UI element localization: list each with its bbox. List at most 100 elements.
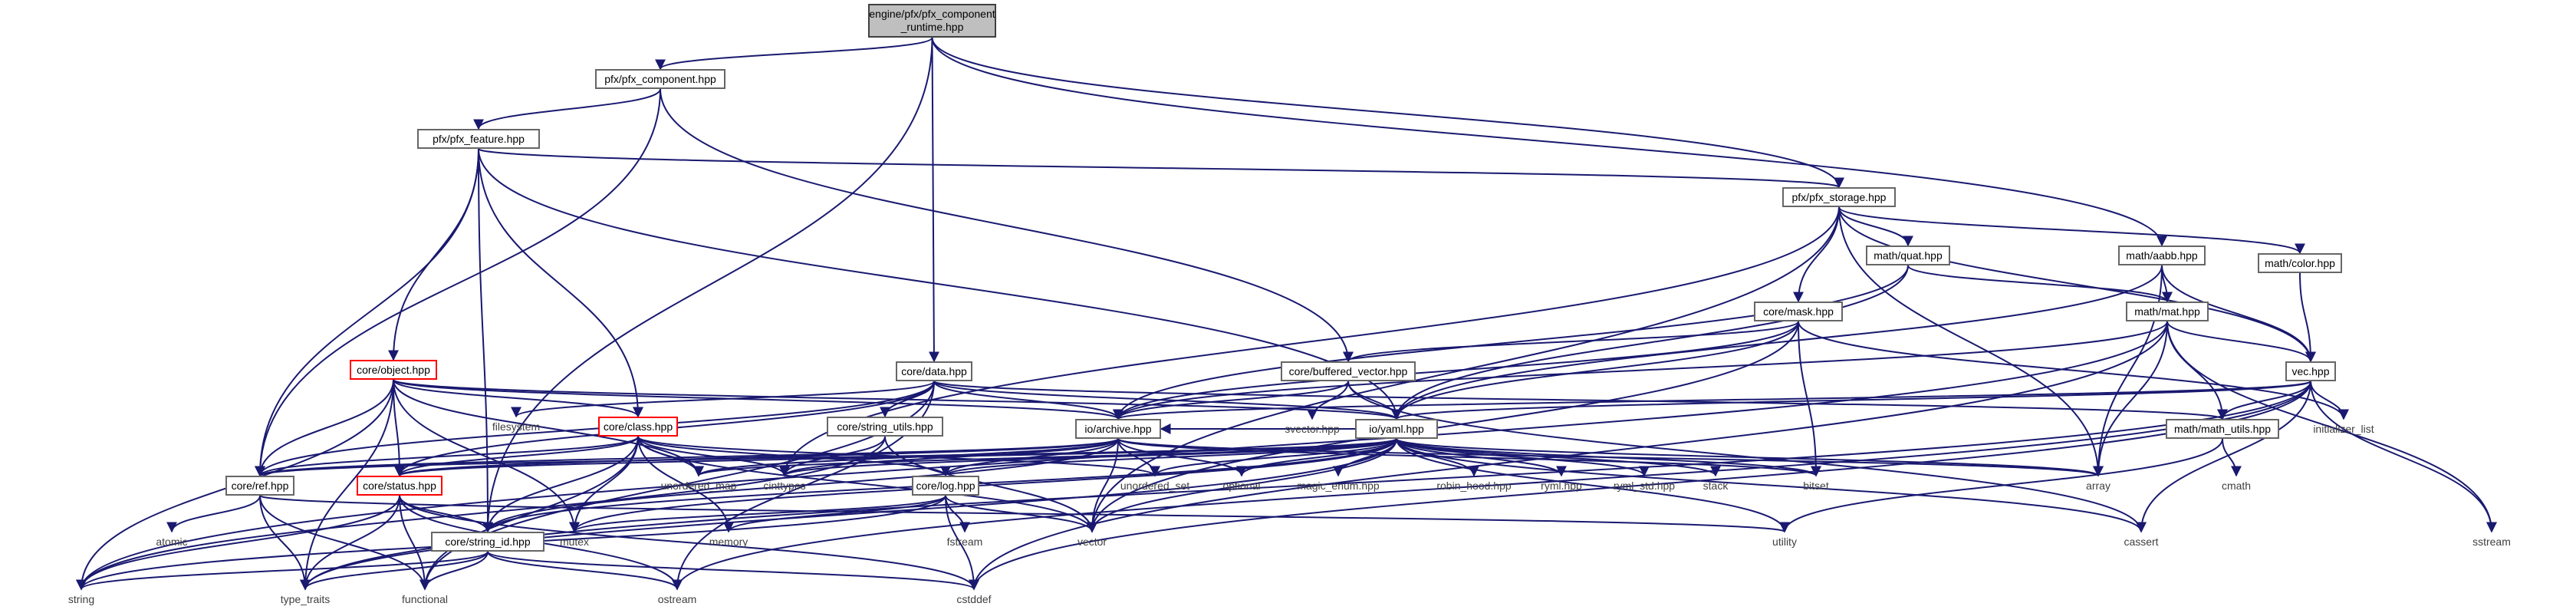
node-vector: vector	[1072, 532, 1112, 552]
node-pfx-storage[interactable]: pfx/pfx_storage.hpp	[1782, 187, 1896, 207]
node-vec[interactable]: vec.hpp	[2285, 361, 2336, 381]
node-label: core/status.hpp	[363, 480, 436, 492]
edge-pfx_feature-to-object	[388, 148, 479, 361]
node-label: filesystem	[492, 420, 541, 433]
node-color[interactable]: math/color.hpp	[2258, 253, 2342, 273]
node-magic-enum: magic_enum.hpp	[1296, 476, 1380, 496]
edge-yaml-to-log	[940, 438, 1397, 477]
node-label: pfx/pfx_storage.hpp	[1791, 191, 1887, 203]
node-label: math/color.hpp	[2265, 257, 2335, 269]
node-ostream: ostream	[653, 589, 701, 609]
node-mask[interactable]: core/mask.hpp	[1754, 302, 1843, 321]
node-label: core/class.hpp	[603, 420, 673, 433]
edge-object-to-type_traits	[300, 379, 394, 591]
node-type-traits: type_traits	[273, 589, 337, 609]
node-mat[interactable]: math/mat.hpp	[2126, 302, 2209, 321]
node-label: functional	[402, 593, 448, 605]
node-optional: optional	[1216, 476, 1267, 496]
node-buffered-vector[interactable]: core/buffered_vector.hpp	[1281, 361, 1416, 381]
node-object[interactable]: core/object.hpp	[350, 360, 437, 380]
node-data[interactable]: core/data.hpp	[896, 361, 972, 381]
node-aabb[interactable]: math/aabb.hpp	[2118, 246, 2206, 265]
node-label: cassert	[2124, 536, 2159, 548]
edge-object-to-archive	[393, 379, 1124, 420]
node-label: memory	[709, 536, 748, 548]
node-label: io/archive.hpp	[1084, 423, 1152, 435]
edge-pfx_component-to-ref	[255, 88, 661, 477]
edge-root-to-pfx_storage	[931, 37, 1844, 189]
node-label: core/object.hpp	[357, 364, 430, 376]
node-svector: svector.hpp	[1279, 419, 1345, 439]
edge-root-to-data	[928, 37, 939, 363]
edge-yaml-to-unordered_map	[693, 438, 1397, 477]
node-label: cmath	[2221, 480, 2252, 492]
node-initializer-list: initializer_list	[2304, 419, 2384, 439]
node-atomic: atomic	[150, 532, 193, 552]
edge-status-to-string	[76, 495, 400, 591]
edge-pfx_storage-to-mask	[1793, 206, 1840, 303]
node-math-utils[interactable]: math/math_utils.hpp	[2166, 419, 2279, 439]
edge-pfx_component-to-buffered_vector	[660, 88, 1354, 363]
node-label: initializer_list	[2313, 423, 2374, 435]
node-array: array	[2077, 476, 2120, 496]
edge-string_id-to-cstddef	[487, 551, 979, 591]
node-string-utils[interactable]: core/string_utils.hpp	[827, 417, 943, 437]
edge-pfx_feature-to-class	[478, 148, 643, 418]
edge-vec-to-archive	[1113, 381, 2311, 420]
node-string-id[interactable]: core/string_id.hpp	[431, 532, 544, 552]
node-label: io/yaml.hpp	[1369, 423, 1424, 435]
node-pfx-component[interactable]: pfx/pfx_component.hpp	[595, 69, 725, 89]
edge-pfx_storage-to-quat	[1838, 206, 1913, 247]
node-utility: utility	[1764, 532, 1805, 552]
edge-log-to-memory	[723, 495, 946, 533]
node-quat[interactable]: math/quat.hpp	[1866, 246, 1950, 265]
node-label: ryml_std.hpp	[1613, 480, 1676, 492]
edge-root-to-string_id	[482, 37, 933, 533]
node-label: vec.hpp	[2291, 365, 2330, 377]
node-label: core/string_id.hpp	[445, 536, 531, 548]
node-label: utility	[1772, 536, 1797, 548]
node-label: ostream	[657, 593, 697, 605]
edge-buffered_vector-to-archive	[1113, 381, 1349, 420]
edge-yaml-to-stack	[1396, 438, 1721, 477]
node-ryml: ryml.hpp	[1535, 476, 1587, 496]
edge-string_id-to-functional	[419, 551, 489, 591]
node-ryml-std: ryml_std.hpp	[1607, 476, 1681, 496]
edge-yaml-to-array	[1396, 438, 2104, 477]
edge-ref-to-functional	[259, 495, 430, 591]
edge-pfx_feature-to-pfx_storage	[478, 148, 1844, 189]
node-label: pfx/pfx_feature.hpp	[433, 133, 525, 145]
node-label: stack	[1703, 480, 1729, 492]
edge-root-to-aabb	[931, 37, 2167, 247]
edge-class-to-ref	[255, 436, 639, 477]
edge-log-to-vector	[945, 495, 1097, 533]
edge-string_utils-to-string	[76, 436, 886, 591]
node-label: core/string_utils.hpp	[837, 420, 933, 433]
node-label: cstddef	[956, 593, 992, 605]
edge-vec-to-sstream	[2310, 381, 2497, 533]
edge-buffered_vector-to-svector	[1307, 381, 1349, 420]
node-sstream: sstream	[2468, 532, 2515, 552]
node-pfx-feature[interactable]: pfx/pfx_feature.hpp	[417, 129, 540, 149]
edge-log-to-mutex	[569, 495, 946, 533]
node-label: math/quat.hpp	[1874, 249, 1943, 262]
node-log[interactable]: core/log.hpp	[912, 476, 979, 496]
node-label: unordered_map	[660, 480, 737, 492]
node-filesystem: filesystem	[487, 417, 545, 437]
node-label: string	[67, 593, 95, 605]
node-ref[interactable]: core/ref.hpp	[225, 476, 294, 496]
node-label: core/log.hpp	[916, 480, 975, 492]
edge-mask-to-vector	[1087, 321, 1799, 533]
node-class[interactable]: core/class.hpp	[598, 417, 678, 437]
edge-yaml-to-bitset	[1396, 438, 1821, 477]
node-label: core/buffered_vector.hpp	[1288, 365, 1408, 377]
edge-data-to-yaml	[933, 381, 1402, 420]
node-archive[interactable]: io/archive.hpp	[1075, 419, 1161, 439]
node-status[interactable]: core/status.hpp	[357, 476, 442, 496]
edge-yaml-to-status	[394, 438, 1397, 477]
node-label: magic_enum.hpp	[1297, 480, 1380, 492]
edge-string_id-to-ostream	[487, 551, 683, 591]
node-yaml[interactable]: io/yaml.hpp	[1355, 419, 1438, 439]
edge-data-to-archive	[933, 381, 1124, 420]
